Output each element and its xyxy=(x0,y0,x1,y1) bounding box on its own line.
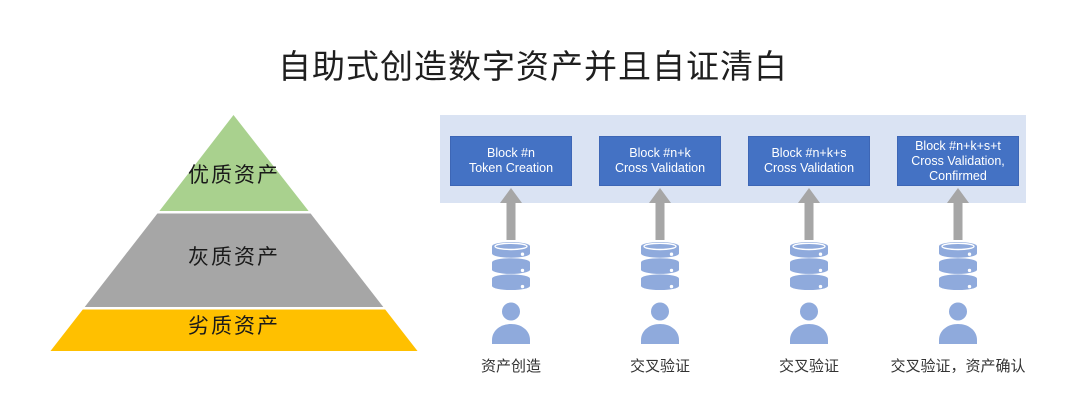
block-n-k-box: Block #n+k Cross Validation xyxy=(599,136,721,186)
block-line: Cross Validation, xyxy=(911,153,1005,168)
pyramid-bottom-layer xyxy=(50,309,418,351)
database-icon xyxy=(790,242,828,290)
person-icon xyxy=(790,302,828,344)
flow-caption: 交叉验证 xyxy=(629,358,690,375)
flow-column-cross-validation-1: Block #n+k Cross Validation 交叉验证 xyxy=(585,115,735,390)
block-line: Cross Validation xyxy=(614,161,706,175)
flow-column-token-creation: Block #n Token Creation 资产创造 xyxy=(436,115,586,390)
block-n-k-s-box: Block #n+k+s Cross Validation xyxy=(748,136,870,186)
pyramid-top-layer xyxy=(159,115,309,211)
block-n-k-s-t-box: Block #n+k+s+t Cross Validation, Confirm… xyxy=(897,136,1019,186)
block-line: Token Creation xyxy=(468,161,554,175)
flow-column-cross-validation-2: Block #n+k+s Cross Validation 交叉验证 xyxy=(734,115,884,390)
person-icon xyxy=(492,302,530,344)
block-line: Block #n+k+s xyxy=(771,146,847,160)
person-icon xyxy=(939,302,977,344)
pyramid-middle-layer xyxy=(84,213,384,307)
up-arrow-icon xyxy=(649,188,671,240)
block-n-box: Block #n Token Creation xyxy=(450,136,572,186)
slide-title: 自助式创造数字资产并且自证清白 xyxy=(278,48,788,85)
pyramid-bottom-label: 劣质资产 xyxy=(188,315,280,338)
flow-caption: 交叉验证，资产确认 xyxy=(890,358,1026,375)
database-icon xyxy=(492,242,530,290)
up-arrow-icon xyxy=(798,188,820,240)
pyramid-middle-label: 灰质资产 xyxy=(188,246,280,269)
block-line: Block #n+k xyxy=(629,146,691,160)
database-icon xyxy=(939,242,977,290)
block-line: Confirmed xyxy=(929,168,987,183)
up-arrow-icon xyxy=(947,188,969,240)
database-icon xyxy=(641,242,679,290)
asset-pyramid xyxy=(50,115,418,351)
block-line: Block #n xyxy=(487,146,535,160)
block-line: Block #n+k+s+t xyxy=(915,138,1001,153)
flow-caption: 资产创造 xyxy=(480,358,541,375)
pyramid-top-label: 优质资产 xyxy=(188,164,280,187)
flow-column-confirmed: Block #n+k+s+t Cross Validation, Confirm… xyxy=(883,115,1033,390)
person-icon xyxy=(641,302,679,344)
block-line: Cross Validation xyxy=(763,161,855,175)
up-arrow-icon xyxy=(500,188,522,240)
flow-caption: 交叉验证 xyxy=(778,358,839,375)
